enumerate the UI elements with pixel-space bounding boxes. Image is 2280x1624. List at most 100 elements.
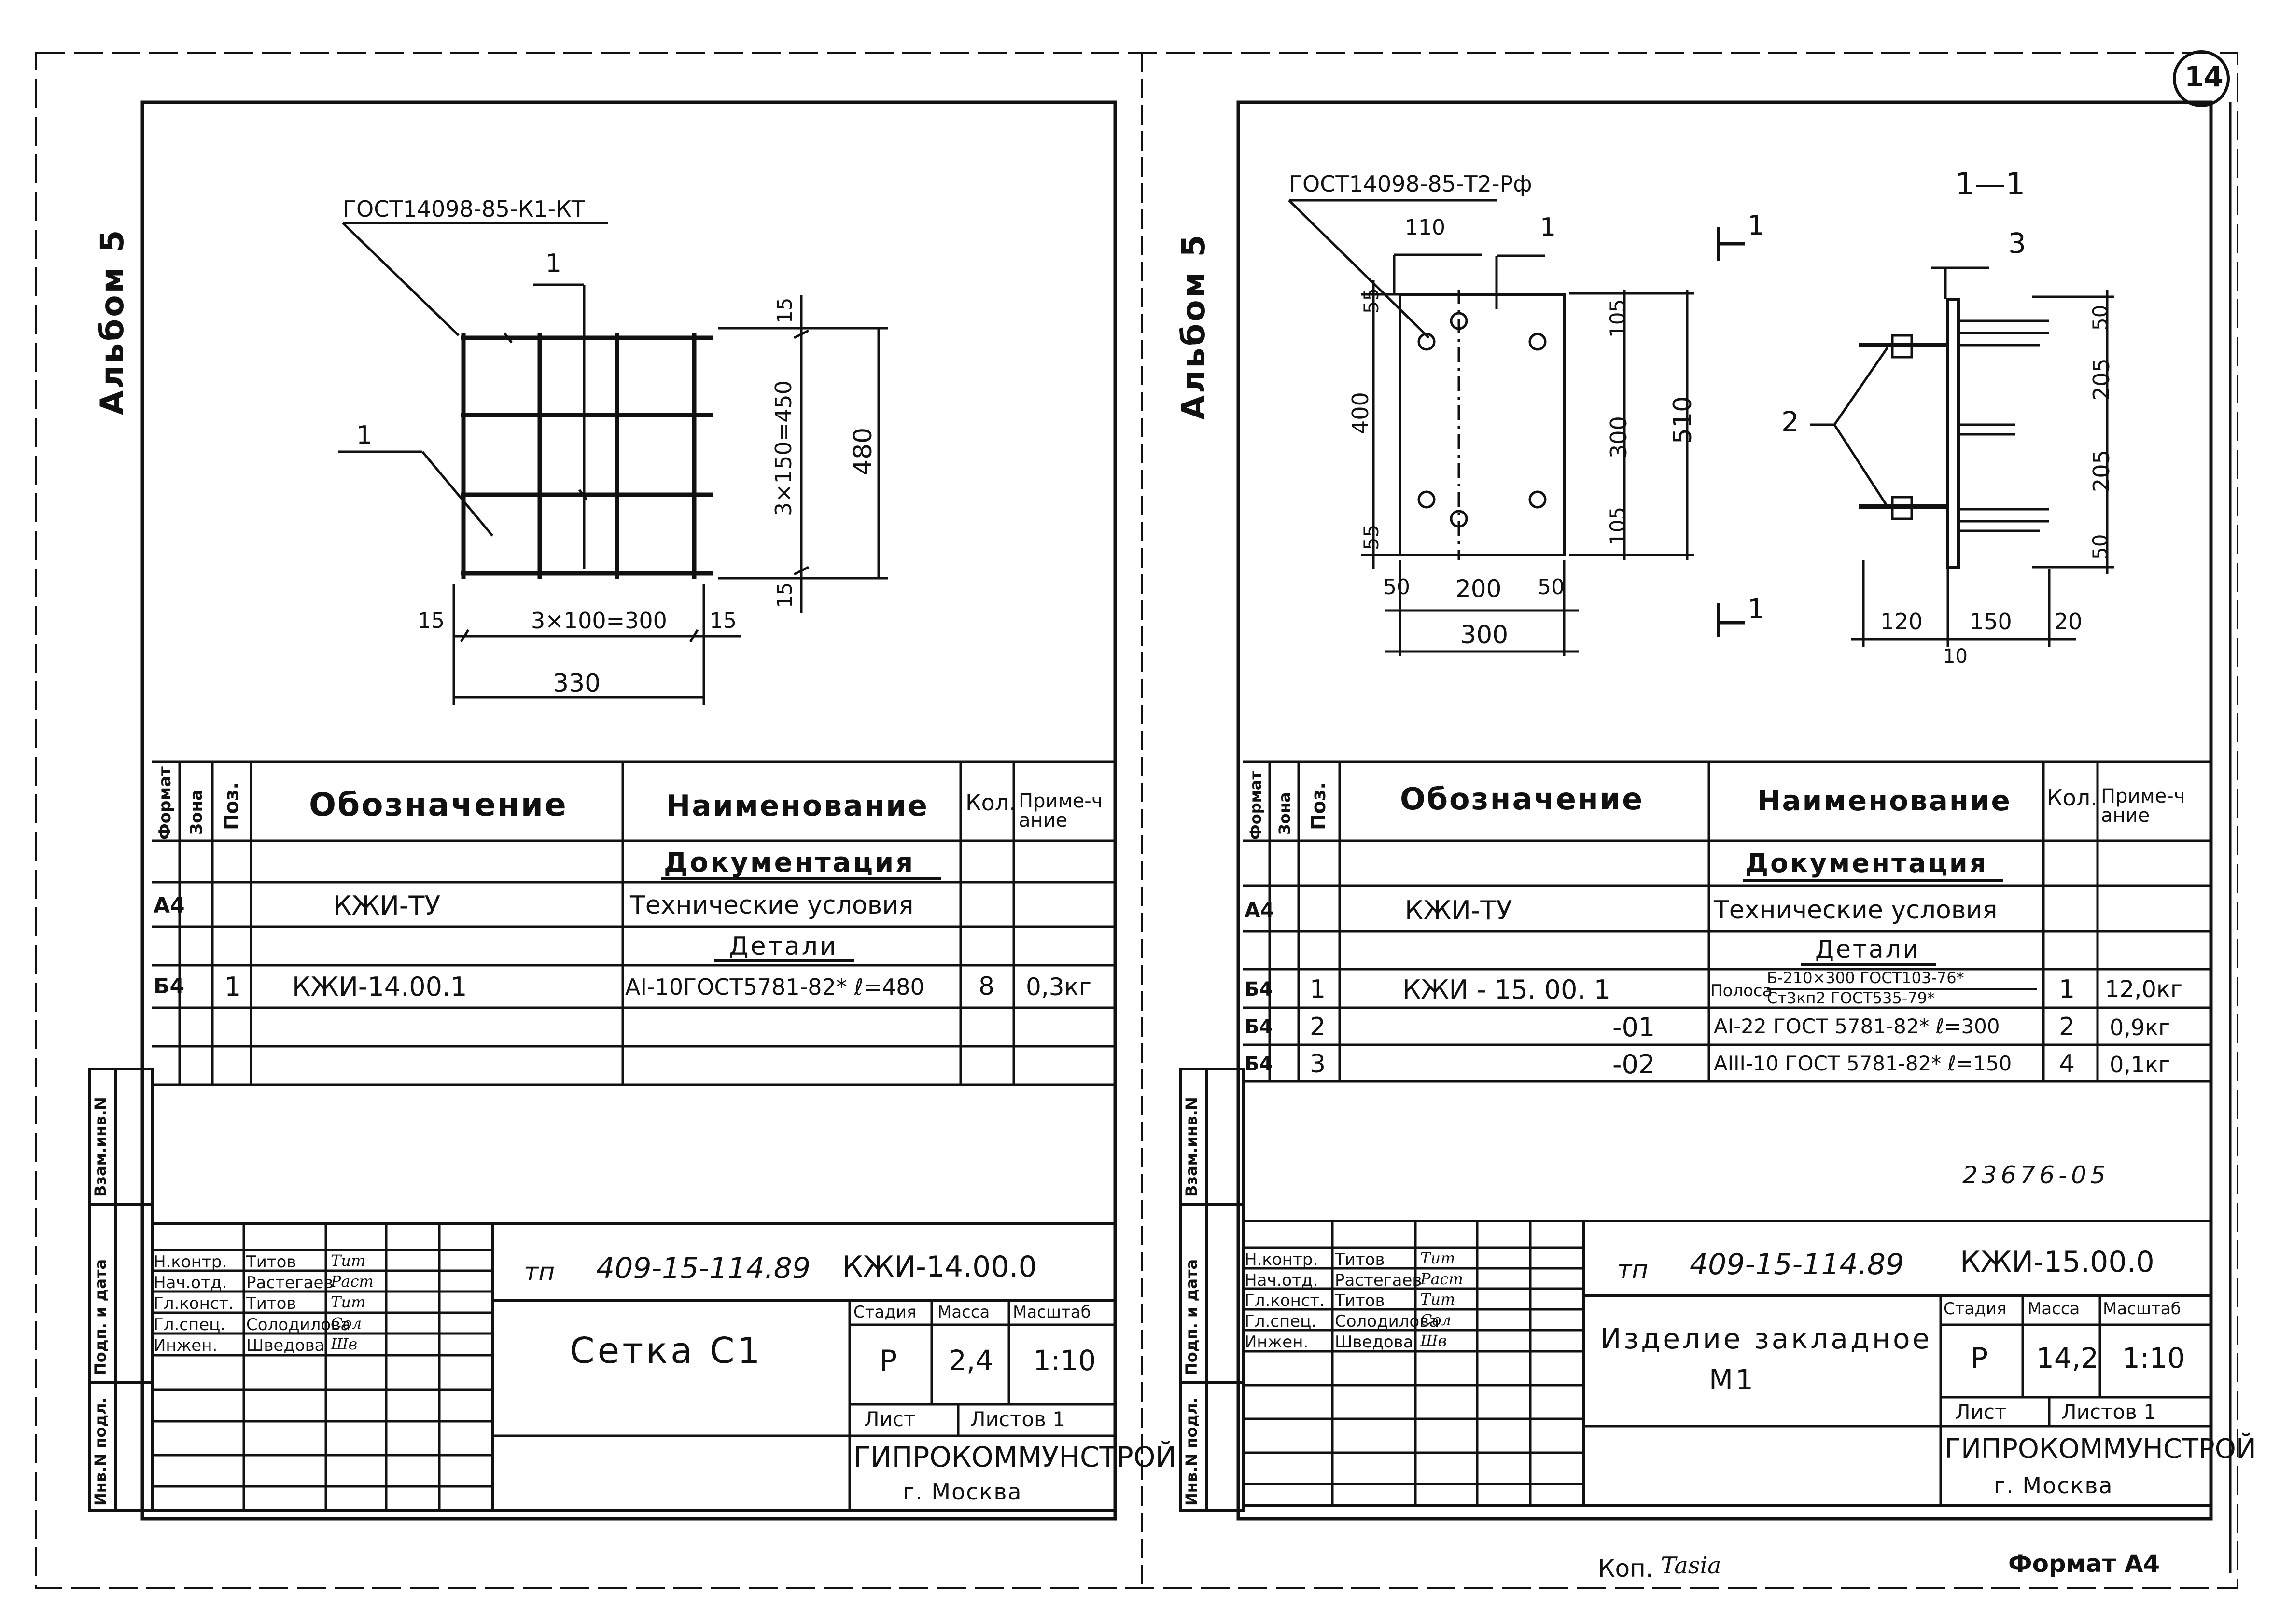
dim-50-right: 50 [1538,575,1565,599]
section-dim-150: 150 [1970,609,2012,635]
role-inzhen: Инжен. [1245,1333,1309,1352]
drawing-code: КЖИ-14.00.0 [842,1250,1037,1284]
name-rastegaev: Растегаев [246,1273,334,1292]
section-title: 1—1 [1955,167,2026,202]
city: г. Москва [1994,1472,2113,1499]
row-note: 12,0кг [2105,976,2183,1003]
name-titov-2: Титов [1335,1291,1385,1310]
col-note: Приме-чание [2101,785,2185,827]
signature: Сол [1420,1311,1452,1329]
row-pos: 2 [1310,1013,1326,1041]
role-glkonst: Гл.конст. [1245,1291,1325,1310]
doc-row-designation: КЖИ-ТУ [1405,895,1512,926]
role-nkontr: Н.контр. [154,1252,227,1272]
row-designation: -01 [1612,1012,1655,1042]
signature: Сол [331,1314,362,1333]
col-note: Приме-чание [1019,790,1103,832]
row-designation: -02 [1612,1049,1655,1080]
col-name: Наименование [1757,784,2012,817]
row-format: Б4 [1245,978,1273,1000]
table-row: Б4 2 -01 АI-22 ГОСТ 5781-82* ℓ=300 2 0,9… [1243,1008,2211,1045]
sheet-label: Лист [864,1407,916,1431]
dim-50-left: 50 [1383,575,1410,599]
row-qty: 4 [2059,1050,2075,1079]
row-note: 0,3кг [1026,973,1091,1001]
name-solodilova: Солодилова [246,1315,351,1334]
inventory-number: 23676-05 [1962,1161,2110,1189]
spec-table-grid [152,760,1115,1086]
name-rastegaev: Растегаев [1335,1271,1422,1290]
role-glspec: Гл.спец. [154,1315,226,1334]
drawing-title-line2: М1 [1709,1363,1756,1396]
cut-mark-bottom: 1 [1748,594,1765,625]
tp-label: тп [524,1258,555,1287]
signature: Раст [1420,1270,1463,1288]
doc-row-format: А4 [1245,898,1274,922]
signature: Шв [1420,1332,1447,1350]
signature: Шв [331,1335,358,1353]
dim-300: 300 [1460,621,1509,650]
sheet-label: Лист [1955,1400,2007,1424]
pos-leader-left: 1 [356,421,373,450]
role-glspec: Гл.спец. [1245,1312,1317,1331]
section-parts: Детали [1815,935,1921,963]
stage-label: Стадия [1944,1299,2007,1319]
format-label: Формат А4 [2008,1550,2160,1578]
row-name-profile: Б-210×300 ГОСТ103-76* [1767,969,1964,987]
role-nachotd: Нач.отд. [154,1273,227,1292]
scale-label: Масштаб [2103,1299,2181,1319]
row-name: АIII-10 ГОСТ 5781-82* ℓ=150 [1714,1052,2012,1075]
dim-200: 200 [1455,575,1502,603]
dim-15-right: 15 [710,609,737,633]
row-name-grade: Ст3кп2 ГОСТ535-79* [1767,989,1935,1007]
name-titov-2: Титов [246,1294,296,1313]
signature: Тит [331,1293,366,1311]
role-nkontr: Н.контр. [1245,1250,1318,1269]
row-note: 0,9кг [2110,1014,2170,1041]
page-number: 14 [2184,60,2224,93]
pos-leader-top: 1 [546,249,562,278]
sheets-count-label: Листов 1 [970,1407,1065,1431]
drawing-title-line1: Изделие закладное [1600,1322,1932,1355]
row-note: 0,1кг [2110,1052,2170,1078]
name-solodilova: Солодилова [1335,1312,1440,1331]
table-row: Б4 3 -02 АIII-10 ГОСТ 5781-82* ℓ=150 4 0… [1243,1045,2211,1081]
row-qty: 1 [2059,975,2075,1004]
side-stamp [88,1068,154,1512]
cut-mark-top: 1 [1748,210,1765,241]
col-name: Наименование [666,789,929,823]
section-documentation: Документация [1745,848,1988,878]
section-documentation: Документация [664,847,915,878]
table-row: Б4 1 КЖИ - 15. 00. 1 Полоса Б-210×300 ГО… [1243,969,2211,1008]
stage-value: Р [1971,1342,1988,1375]
copy-label: Коп. [1598,1555,1653,1582]
mesh-drawing [338,222,888,705]
signature: Тит [331,1251,366,1270]
pos-3-leader: 3 [2008,227,2026,260]
col-qty: Кол. [2047,785,2098,811]
section-dim-120: 120 [1880,609,1923,635]
pos-2-leader: 2 [1781,405,1799,438]
doc-row-designation: КЖИ-ТУ [333,890,441,921]
scale-label: Масштаб [1013,1303,1091,1322]
dim-330: 330 [553,669,601,698]
row-pos: 1 [1310,975,1326,1004]
scale-value: 1:10 [2122,1342,2185,1374]
organization: ГИПРОКОММУНСТРОЙ [1944,1433,2256,1465]
name-shvedova: Шведова [246,1336,325,1355]
pos-1-leader: 1 [1540,213,1556,242]
sheet-right: Альбом 5 [1096,0,2280,1624]
dim-110: 110 [1405,215,1445,240]
title-block-grid [1243,1220,2211,1507]
dim-3x100: 3×100=300 [531,608,667,634]
section-dim-10: 10 [1943,645,1968,667]
gost-callout: ГОСТ14098-85-К1-КТ [343,196,585,222]
role-nachotd: Нач.отд. [1245,1271,1318,1290]
row-format: Б4 [1245,1053,1273,1075]
doc-row-format: А4 [154,893,185,918]
gost-callout: ГОСТ14098-85-Т2-Рф [1289,171,1532,197]
scale-value: 1:10 [1033,1344,1096,1377]
dim-15-left: 15 [418,609,445,633]
row-pos: 3 [1310,1050,1326,1079]
